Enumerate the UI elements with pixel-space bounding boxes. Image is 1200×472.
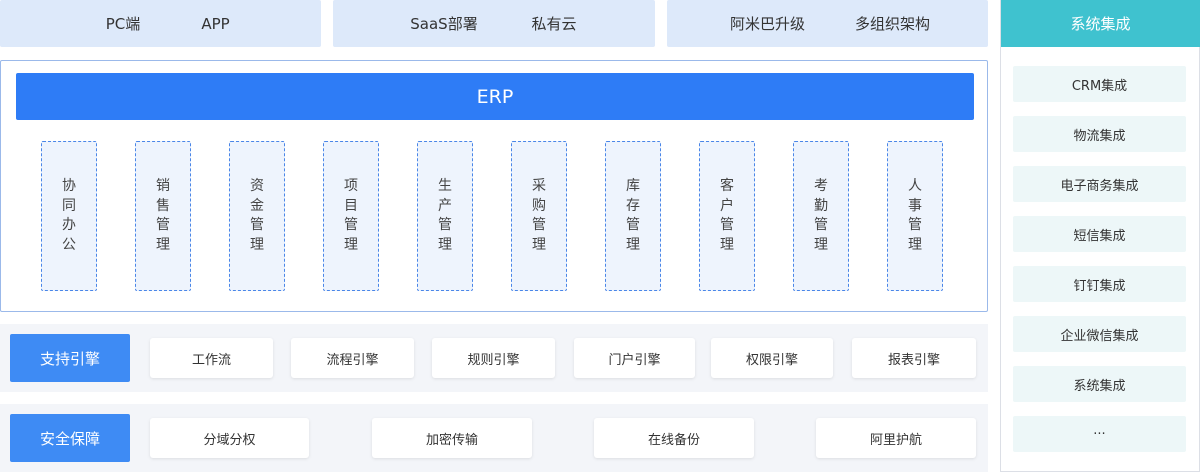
module-attendance-management: 考 勤 管 理 <box>793 141 849 291</box>
workflow-chip: 工作流 <box>150 338 273 378</box>
module-char: 公 <box>62 236 76 253</box>
module-char: 管 <box>344 217 358 233</box>
saas-label: SaaS部署 <box>410 15 478 33</box>
sms-integration-item: 短信集成 <box>1013 216 1186 252</box>
security-row: 安全保障 分域分权 加密传输 在线备份 阿里护航 <box>0 404 988 472</box>
module-char: 产 <box>438 197 452 214</box>
support-engine-row: 支持引擎 工作流 流程引擎 规则引擎 门户引擎 权限引擎 报表引擎 <box>0 324 988 392</box>
deployment-mode-box: SaaS部署 私有云 <box>333 0 655 47</box>
process-engine-chip: 流程引擎 <box>291 338 414 378</box>
module-char: 理 <box>250 236 264 253</box>
module-char: 同 <box>62 197 76 214</box>
online-backup-chip: 在线备份 <box>594 418 754 458</box>
module-char: 理 <box>156 236 170 253</box>
domain-permission-chip: 分域分权 <box>150 418 309 458</box>
module-project-management: 项 目 管 理 <box>323 141 379 291</box>
module-char: 管 <box>438 217 452 233</box>
module-char: 管 <box>908 217 922 233</box>
deployment-client-box: PC端 APP <box>0 0 321 47</box>
module-char: 售 <box>156 197 170 214</box>
module-char: 库 <box>626 178 640 194</box>
module-char: 采 <box>532 178 546 194</box>
module-char: 办 <box>62 217 76 233</box>
pc-client-label: PC端 <box>105 15 141 33</box>
module-char: 管 <box>156 217 170 233</box>
module-char: 管 <box>250 217 264 233</box>
module-funds-management: 资 金 管 理 <box>229 141 285 291</box>
crm-integration-item: CRM集成 <box>1013 66 1186 102</box>
module-char: 户 <box>720 197 734 214</box>
module-char: 理 <box>438 236 452 253</box>
module-char: 理 <box>814 236 828 253</box>
module-char: 客 <box>720 178 734 194</box>
erp-title-bar: ERP <box>16 73 974 120</box>
support-engine-label: 支持引擎 <box>10 334 130 382</box>
module-char: 事 <box>908 197 922 214</box>
permission-engine-chip: 权限引擎 <box>711 338 833 378</box>
more-integrations-item: ··· <box>1013 416 1186 452</box>
module-char: 理 <box>344 236 358 253</box>
module-hr-management: 人 事 管 理 <box>887 141 943 291</box>
amoeba-upgrade-label: 阿米巴升级 <box>729 15 805 33</box>
app-client-label: APP <box>201 14 230 33</box>
multi-org-label: 多组织架构 <box>854 15 930 33</box>
wecom-integration-item: 企业微信集成 <box>1013 316 1186 352</box>
module-char: 协 <box>62 178 76 194</box>
system-integration-item: 系统集成 <box>1013 366 1186 402</box>
module-char: 存 <box>626 197 640 214</box>
integration-title: 系统集成 <box>1001 0 1200 47</box>
organization-box: 阿米巴升级 多组织架构 <box>667 0 988 47</box>
module-production-management: 生 产 管 理 <box>417 141 473 291</box>
dingtalk-integration-item: 钉钉集成 <box>1013 266 1186 302</box>
private-cloud-label: 私有云 <box>531 15 577 33</box>
module-char: 理 <box>720 236 734 253</box>
module-char: 生 <box>438 178 452 194</box>
integration-panel: 系统集成 CRM集成 物流集成 电子商务集成 短信集成 钉钉集成 企业微信集成 … <box>1000 0 1200 472</box>
logistics-integration-item: 物流集成 <box>1013 116 1186 152</box>
module-char: 人 <box>908 178 922 194</box>
module-inventory-management: 库 存 管 理 <box>605 141 661 291</box>
report-engine-chip: 报表引擎 <box>852 338 976 378</box>
security-label: 安全保障 <box>10 414 130 462</box>
module-customer-management: 客 户 管 理 <box>699 141 755 291</box>
module-char: 项 <box>344 178 358 194</box>
alibaba-protection-chip: 阿里护航 <box>816 418 976 458</box>
module-char: 目 <box>344 197 358 214</box>
module-char: 考 <box>814 178 828 194</box>
module-char: 资 <box>250 178 264 194</box>
module-char: 金 <box>250 197 264 214</box>
module-char: 理 <box>532 236 546 253</box>
module-collaborative-office: 协 同 办 公 <box>41 141 97 291</box>
module-char: 购 <box>532 197 546 214</box>
encrypted-transfer-chip: 加密传输 <box>372 418 532 458</box>
module-char: 管 <box>626 217 640 233</box>
portal-engine-chip: 门户引擎 <box>574 338 695 378</box>
module-char: 勤 <box>814 197 828 214</box>
rule-engine-chip: 规则引擎 <box>432 338 555 378</box>
module-char: 理 <box>908 236 922 253</box>
ecommerce-integration-item: 电子商务集成 <box>1013 166 1186 202</box>
module-sales-management: 销 售 管 理 <box>135 141 191 291</box>
module-char: 管 <box>814 217 828 233</box>
module-purchasing-management: 采 购 管 理 <box>511 141 567 291</box>
module-char: 销 <box>156 178 170 194</box>
module-char: 理 <box>626 236 640 253</box>
erp-panel: ERP 协 同 办 公 销 售 管 理 资 金 管 理 项 目 管 理 生 产 … <box>0 60 988 312</box>
module-char: 管 <box>720 217 734 233</box>
module-char: 管 <box>532 217 546 233</box>
